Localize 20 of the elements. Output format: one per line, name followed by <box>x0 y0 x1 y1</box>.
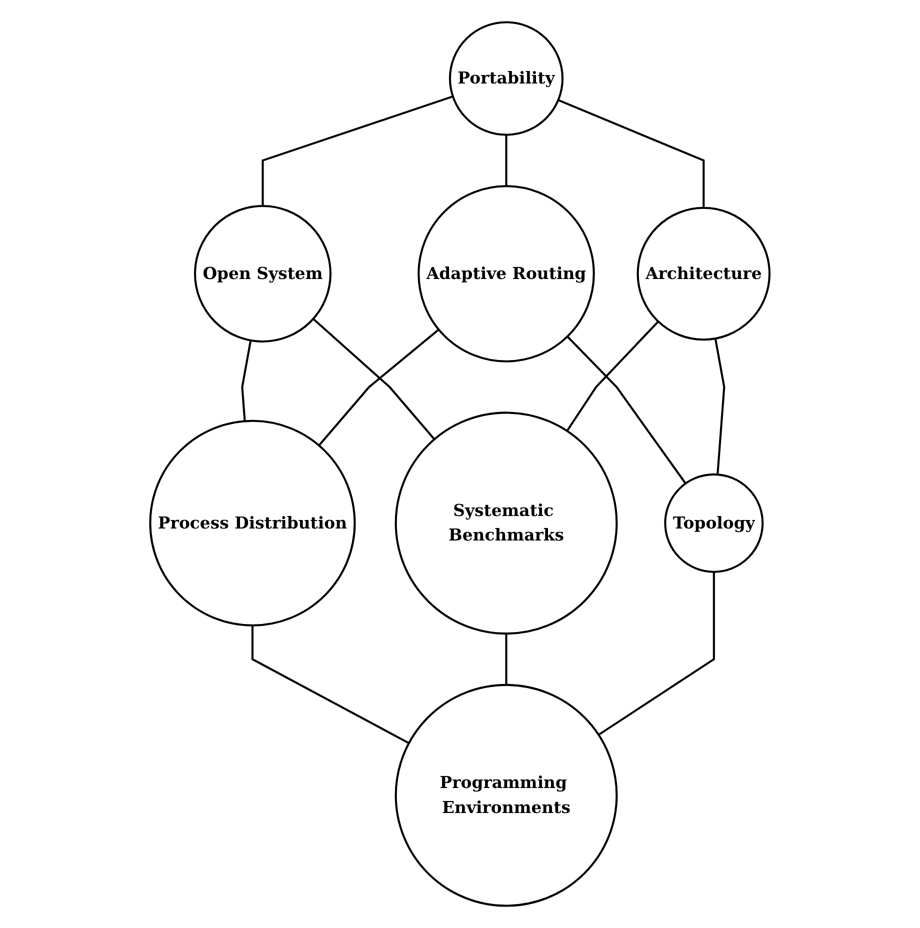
connector <box>566 336 687 484</box>
connector <box>318 328 440 446</box>
node-circle: Topology <box>664 473 764 573</box>
node-circle: Systematic Benchmarks <box>394 412 618 635</box>
connector <box>252 625 410 744</box>
connector <box>312 318 436 440</box>
node-circle: Adaptive Routing <box>418 185 595 362</box>
connector <box>262 95 454 206</box>
connector <box>505 634 508 685</box>
node-circle: Architecture <box>636 206 771 341</box>
connector <box>714 338 726 475</box>
connector <box>558 99 705 208</box>
connector <box>505 134 508 186</box>
node-circle: Portability <box>449 21 564 136</box>
connector <box>598 572 716 736</box>
node-circle: Open System <box>194 204 332 342</box>
connector <box>566 320 660 432</box>
node-circle: Programming Environments <box>394 684 618 907</box>
connector <box>241 340 252 422</box>
node-circle: Process Distribution <box>149 420 356 626</box>
